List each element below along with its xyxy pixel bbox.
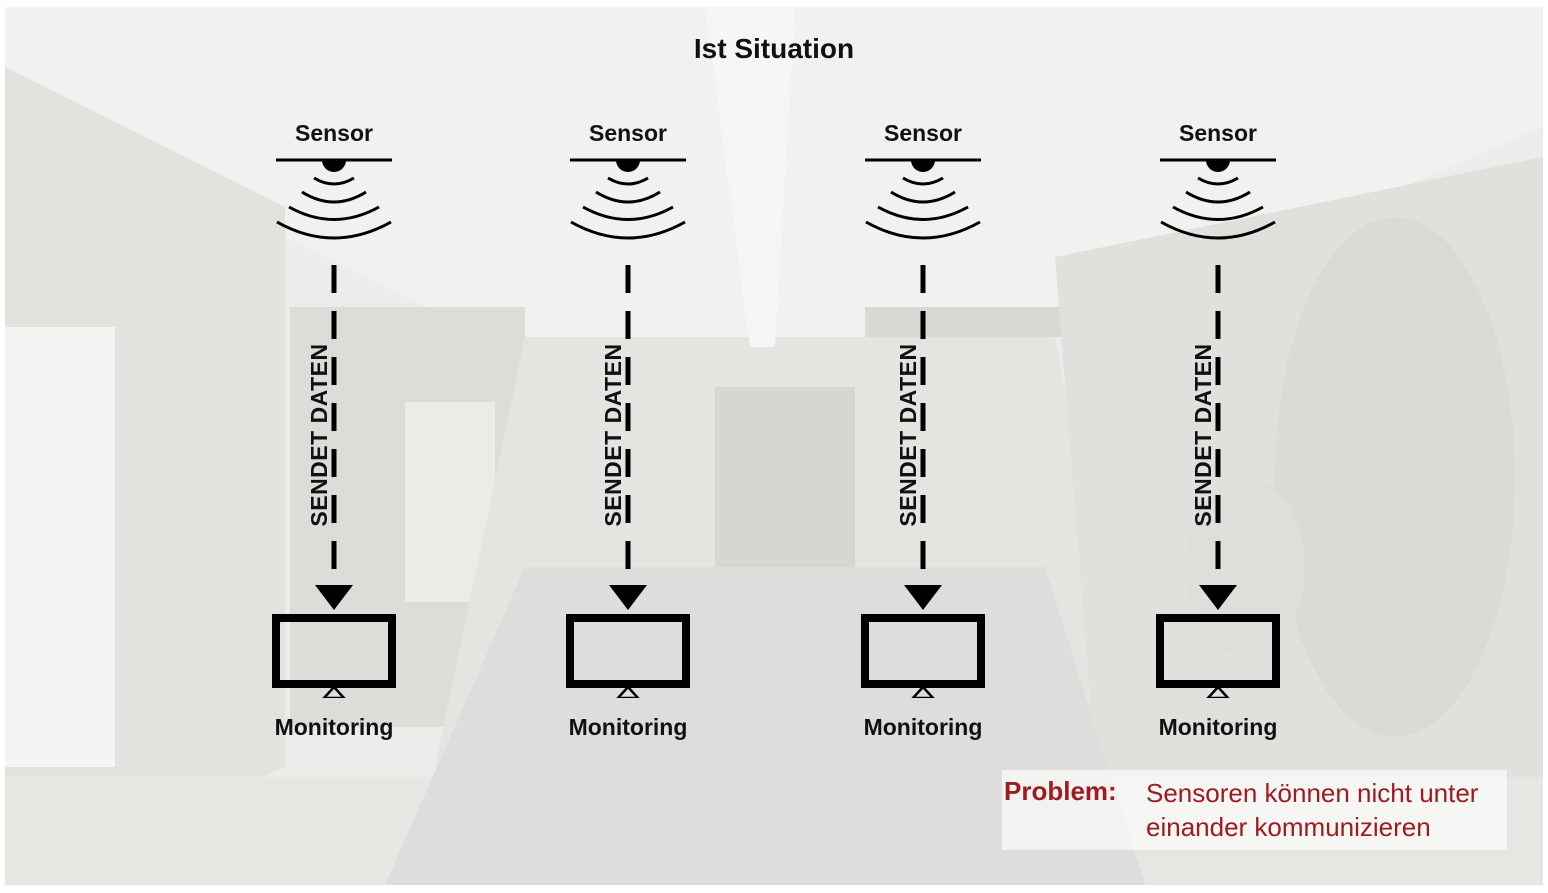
sensor-signal-icon <box>865 158 981 240</box>
sensor-label: Sensor <box>589 120 667 146</box>
monitor-icon <box>861 614 985 698</box>
monitor-icon <box>566 614 690 698</box>
sends-data-label: SENDET DATEN <box>895 343 921 527</box>
sends-data-label: SENDET DATEN <box>1190 343 1216 527</box>
sensor-column: Sensor SENDET DATEN Monitoring <box>528 7 728 767</box>
monitor-icon <box>1156 614 1280 698</box>
sensor-label: Sensor <box>884 120 962 146</box>
monitoring-label: Monitoring <box>274 714 394 740</box>
diagram-title: Ist Situation <box>693 33 855 64</box>
slide: Ist Situation Sensor SENDET DATEN Monito… <box>5 7 1543 885</box>
monitoring-label: Monitoring <box>1158 714 1278 740</box>
arrow-down-icon <box>609 265 647 610</box>
arrow-down-icon <box>1199 265 1237 610</box>
sensor-column: Sensor SENDET DATEN Monitoring <box>1118 7 1318 767</box>
arrow-down-icon <box>904 265 942 610</box>
sensor-column: Sensor SENDET DATEN Monitoring <box>823 7 1023 767</box>
monitor-icon <box>272 614 396 698</box>
arrow-down-icon <box>315 265 353 610</box>
problem-callout: Problem: Sensoren können nicht unter ein… <box>1002 770 1507 850</box>
sends-data-label: SENDET DATEN <box>306 343 332 527</box>
problem-text: Sensoren können nicht unter einander kom… <box>1146 778 1479 842</box>
sensor-signal-icon <box>276 158 392 240</box>
sensor-label: Sensor <box>295 120 373 146</box>
monitoring-label: Monitoring <box>568 714 688 740</box>
sensor-signal-icon <box>1160 158 1276 240</box>
problem-label: Problem: <box>1004 776 1117 806</box>
sensor-signal-icon <box>570 158 686 240</box>
sensor-label: Sensor <box>1179 120 1257 146</box>
sends-data-label: SENDET DATEN <box>600 343 626 527</box>
monitoring-label: Monitoring <box>863 714 983 740</box>
sensor-column: Sensor SENDET DATEN Monitoring <box>234 7 434 767</box>
